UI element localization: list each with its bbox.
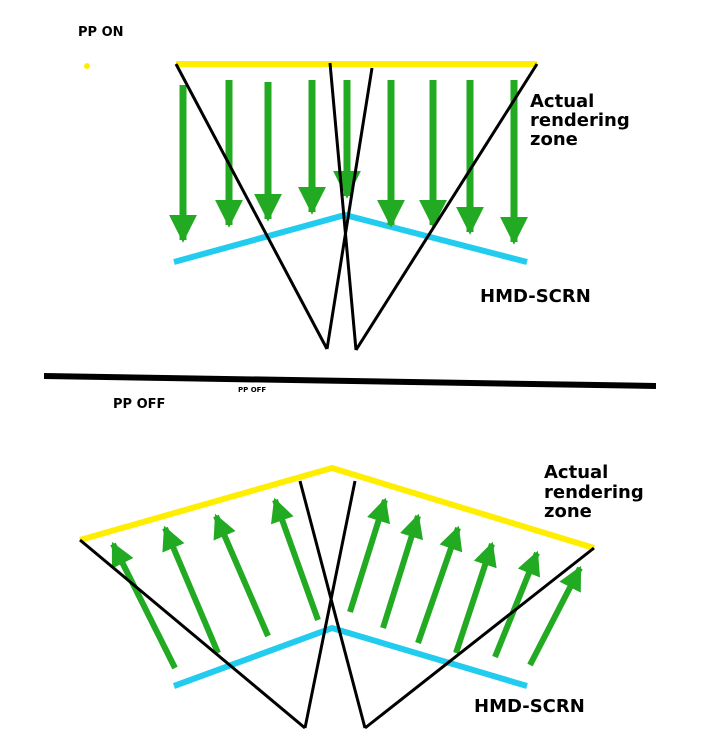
bottom-zone-label-line1: Actual (544, 462, 608, 483)
top-zone-label: Actual rendering zone (530, 91, 636, 150)
bottom-frustum-line (79, 538, 306, 730)
bottom-arrow (110, 541, 178, 670)
bottom-zone-label: Actual rendering zone (544, 462, 650, 522)
bottom-arrow (492, 550, 541, 659)
bottom-frustum-line (298, 480, 367, 729)
pp-off-label: PP OFF (113, 397, 165, 412)
bottom-arrow (415, 525, 463, 644)
bottom-zone-label-line3: zone (544, 501, 592, 522)
bottom-projection-arrows (110, 497, 583, 670)
bottom-rendering-zone-line (79, 464, 595, 551)
bottom-frustum-line (303, 480, 357, 729)
yellow-dot-icon (84, 63, 90, 69)
top-frustum-line (354, 63, 539, 351)
bottom-hmd-screen-label: HMD-SCRN (474, 696, 585, 717)
bottom-hmd-screen-line (172, 624, 528, 689)
top-zone-label-line1: Actual (530, 91, 594, 112)
top-zone-label-line2: rendering (530, 110, 630, 131)
top-frustum-line (325, 67, 374, 350)
bottom-arrow (347, 497, 391, 613)
bottom-zone-label-line2: rendering (544, 482, 644, 503)
top-frustum (174, 62, 539, 351)
top-frustum-line (328, 62, 358, 351)
top-hmd-screen-label: HMD-SCRN (480, 286, 591, 307)
bottom-frustum-line (364, 546, 595, 730)
bottom-arrow (453, 541, 497, 654)
pp-on-label: PP ON (78, 25, 124, 40)
bottom-frustum (79, 480, 595, 730)
top-projection-arrows (169, 80, 528, 245)
bottom-arrow (270, 497, 321, 622)
top-zone-label-line3: zone (530, 129, 578, 150)
pp-off-small-label: PP OFF (238, 386, 266, 394)
bottom-arrow (162, 525, 221, 655)
bottom-arrow (213, 513, 271, 638)
panel-divider (43, 373, 657, 389)
bottom-arrow (380, 513, 424, 629)
bottom-arrow (527, 565, 583, 667)
top-frustum-line (174, 63, 329, 350)
